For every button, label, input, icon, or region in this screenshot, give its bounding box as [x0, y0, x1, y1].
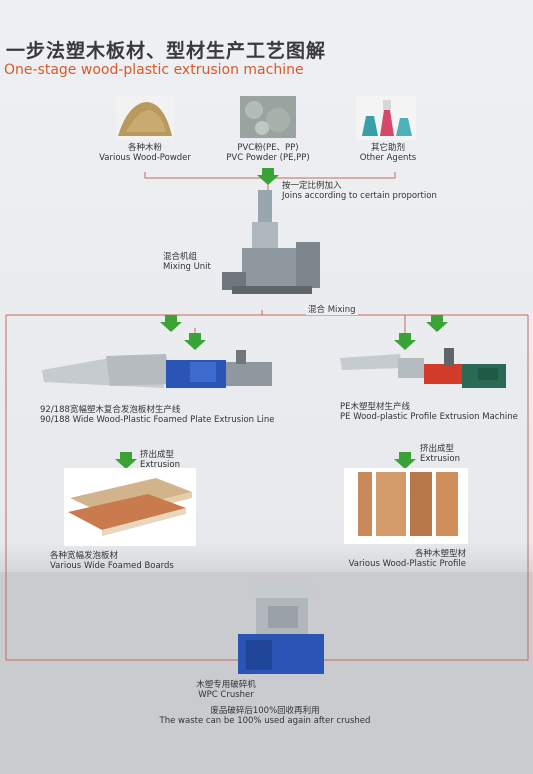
mixing-unit-image [222, 190, 320, 294]
arrow-down-icon [115, 452, 137, 469]
arrow-down-icon [394, 452, 416, 469]
green-arrows [115, 168, 448, 469]
material-pvc: PVC粉(PE、PP)PVC Powder (PE,PP) [226, 143, 310, 163]
mixing-distribution-line [6, 310, 528, 316]
title-english: One-stage wood-plastic extrusion machine [4, 62, 304, 78]
wood-profiles-image [344, 468, 468, 544]
wood-powder-image [116, 96, 174, 140]
title-chinese: 一步法塑木板材、型材生产工艺图解 [6, 40, 327, 62]
arrow-down-icon [426, 315, 448, 332]
foamed-boards-image [64, 468, 196, 546]
arrow-down-icon [184, 333, 206, 350]
foamed-plate-line-image [42, 350, 272, 388]
mixing-label: 混合 Mixing [306, 305, 358, 315]
profile-line-image [340, 348, 506, 388]
wpc-crusher-image [238, 582, 324, 674]
pvc-powder-image [240, 96, 296, 138]
other-agents-image [356, 96, 416, 140]
arrow-down-icon [394, 333, 416, 350]
arrow-down-icon [257, 168, 279, 185]
arrow-down-icon [160, 315, 182, 332]
